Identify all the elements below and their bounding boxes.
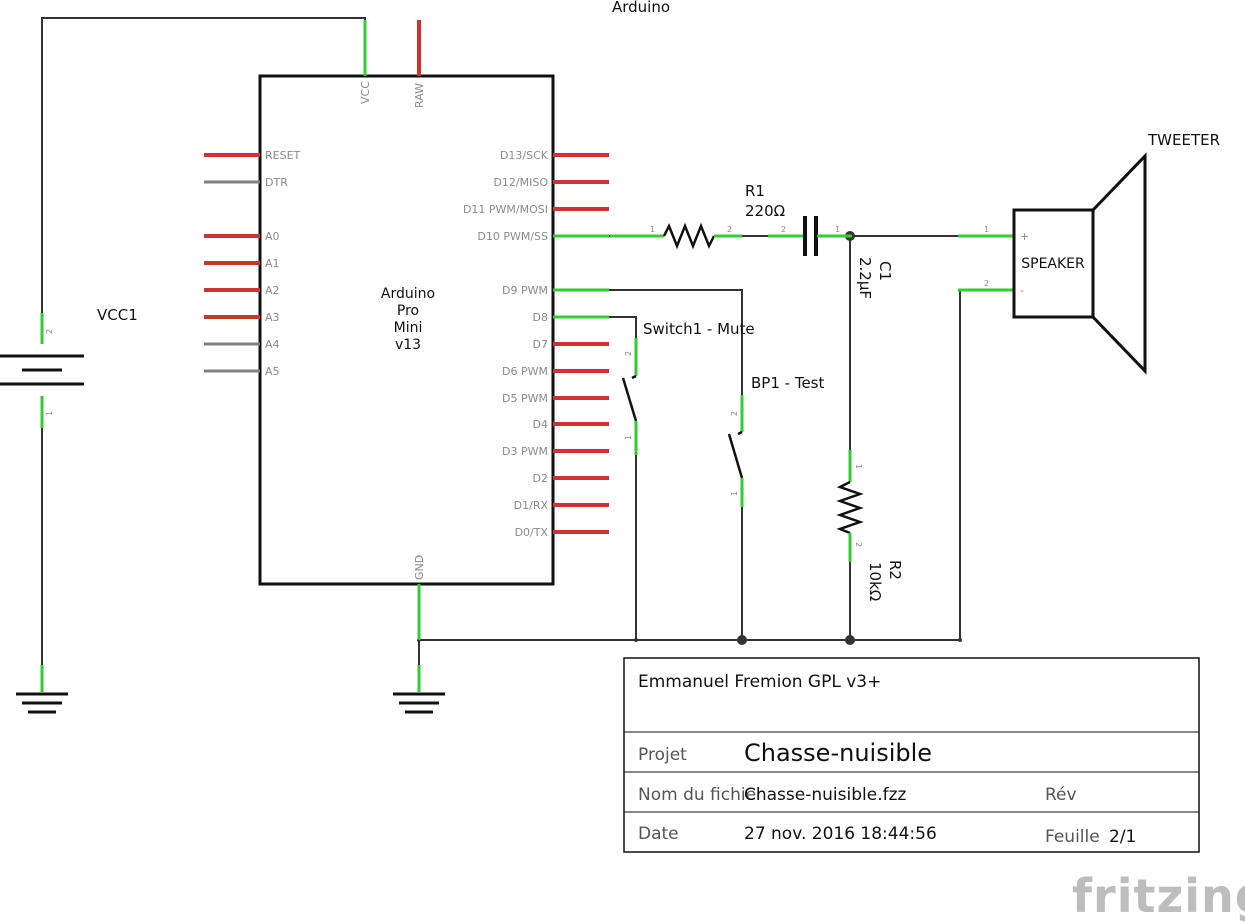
pin-label-d8: D8 [533,311,548,324]
speaker-tweeter[interactable]: SPEAKER + - 1 2 TWEETER [958,131,1220,375]
c1-name: C1 [876,261,894,281]
wires [41,17,961,668]
bp1-pin-number: 2 [730,411,739,416]
tb-author: Emmanuel Fremion GPL v3+ [638,672,881,692]
right-pins: D13/SCK D12/MISO D11 PWM/MOSI D10 PWM/SS D9 … [463,149,609,539]
arduino-pro-mini[interactable]: Arduino Pro Mini v13 VCC RAW GND RESET DT… [204,20,609,640]
battery-vcc1[interactable]: 2 1 VCC1 [0,306,138,428]
junction-dot [634,638,638,642]
r1-value: 220Ω [745,202,785,220]
arduino-name-line: v13 [395,337,421,353]
r2-zigzag [836,480,864,535]
speaker-plus-label: + [1020,230,1029,243]
pin-label-raw: RAW [413,83,426,108]
pin-label-reset: RESET [265,149,301,162]
c1-value: 2.2µF [856,257,874,299]
diagram-title: Arduino [612,0,670,16]
pin-label-gnd: GND [413,555,426,580]
arduino-body [258,74,555,586]
wire-d8-sw1 [608,316,637,340]
ground-symbol [16,665,68,714]
r2-pin-number: 1 [854,464,863,469]
pin-label-d4: D4 [533,418,548,431]
speaker-pin-number: 2 [984,279,989,288]
c1-pin-number: 2 [781,225,786,234]
pin-label-a5: A5 [265,365,280,378]
sw1-pin-number: 2 [624,351,633,356]
pin-label-d2: D2 [533,472,548,485]
pin-label-d1-rx: D1/RX [514,499,549,512]
arduino-name-line: Arduino [381,286,435,302]
pin-label-a0: A0 [265,230,280,243]
tb-date-label: Date [638,824,679,844]
bp1-label: BP1 - Test [751,374,824,392]
button-bp1-test[interactable]: 2 1 BP1 - Test [727,374,824,507]
wire-d9-bp1 [608,289,743,395]
arduino-name-line: Mini [394,320,423,336]
pin-label-a2: A2 [265,284,280,297]
sw1-pin-number: 1 [624,435,633,440]
speaker-name: SPEAKER [1021,256,1085,272]
pin-label-a4: A4 [265,338,280,351]
title-block: Emmanuel Fremion GPL v3+ Projet Chasse-n… [623,657,1200,853]
junction-dot [845,635,855,645]
junction-dot [958,638,962,642]
r1-name: R1 [745,182,765,200]
pin-label-d12-miso: D12/MISO [493,176,548,189]
battery-pin-number: 1 [45,411,54,416]
speaker-cone [1091,152,1147,375]
c1-pin-number: 1 [835,225,840,234]
sw1-contact [631,374,637,380]
pin-label-d5-pwm: D5 PWM [502,392,548,405]
sw1-label: Switch1 - Mute [643,320,755,338]
bp1-pin-number: 1 [730,491,739,496]
battery-pin-number: 2 [45,329,54,334]
r2-name: R2 [886,560,904,580]
pin-label-d3-pwm: D3 PWM [502,445,548,458]
resistor-r2[interactable]: 1 2 R2 10kΩ [836,450,904,601]
arduino-name-line: Pro [397,303,419,319]
speaker-minus-label: - [1020,284,1024,297]
tb-project-label: Projet [638,745,687,765]
pin-label-d10-pwm-ss: D10 PWM/SS [477,230,548,243]
wire-vcc-supply [41,17,366,313]
fritzing-logo: fritzing [1072,869,1245,923]
tb-sheet-value: 2/1 [1109,827,1136,847]
pin-label-d0-tx: D0/TX [515,526,549,539]
pin-label-a3: A3 [265,311,280,324]
tb-file-value: Chasse-nuisible.fzz [744,785,907,805]
tb-project-value: Chasse-nuisible [744,739,932,767]
ground-symbol [393,665,445,714]
r2-pin-number: 2 [854,542,863,547]
tb-rev-label: Rév [1045,785,1077,805]
speaker-label: TWEETER [1147,131,1220,149]
junction-dot [737,635,747,645]
pin-label-dtr: DTR [265,176,288,189]
r2-value: 10kΩ [866,562,884,601]
speaker-pin-number: 1 [984,225,989,234]
pin-label-a1: A1 [265,257,280,270]
pin-label-d11-pwm-mosi: D11 PWM/MOSI [463,203,548,216]
tb-sheet-label: Feuille [1045,827,1100,847]
r1-pin-number: 1 [650,225,655,234]
r1-pin-number: 2 [727,225,732,234]
tb-file-label: Nom du fichier [638,785,763,805]
sw1-lever [621,377,638,422]
bp1-contact [737,430,743,436]
pin-label-d7: D7 [533,338,548,351]
resistor-r1[interactable]: 1 2 R1 220Ω [610,182,785,250]
r1-zigzag [662,222,716,250]
pin-label-vcc: VCC [359,81,372,104]
title-block-frame [623,657,1200,853]
capacitor-c1[interactable]: 2 1 C1 2.2µF [768,216,894,299]
pin-label-d13-sck: D13/SCK [500,149,549,162]
switch1-mute[interactable]: 2 1 Switch1 - Mute [621,320,755,455]
pin-label-d9-pwm: D9 PWM [502,284,548,297]
battery-label: VCC1 [97,306,138,324]
tb-date-value: 27 nov. 2016 18:44:56 [744,824,937,844]
bp1-lever [727,433,744,479]
pin-label-d6-pwm: D6 PWM [502,365,548,378]
